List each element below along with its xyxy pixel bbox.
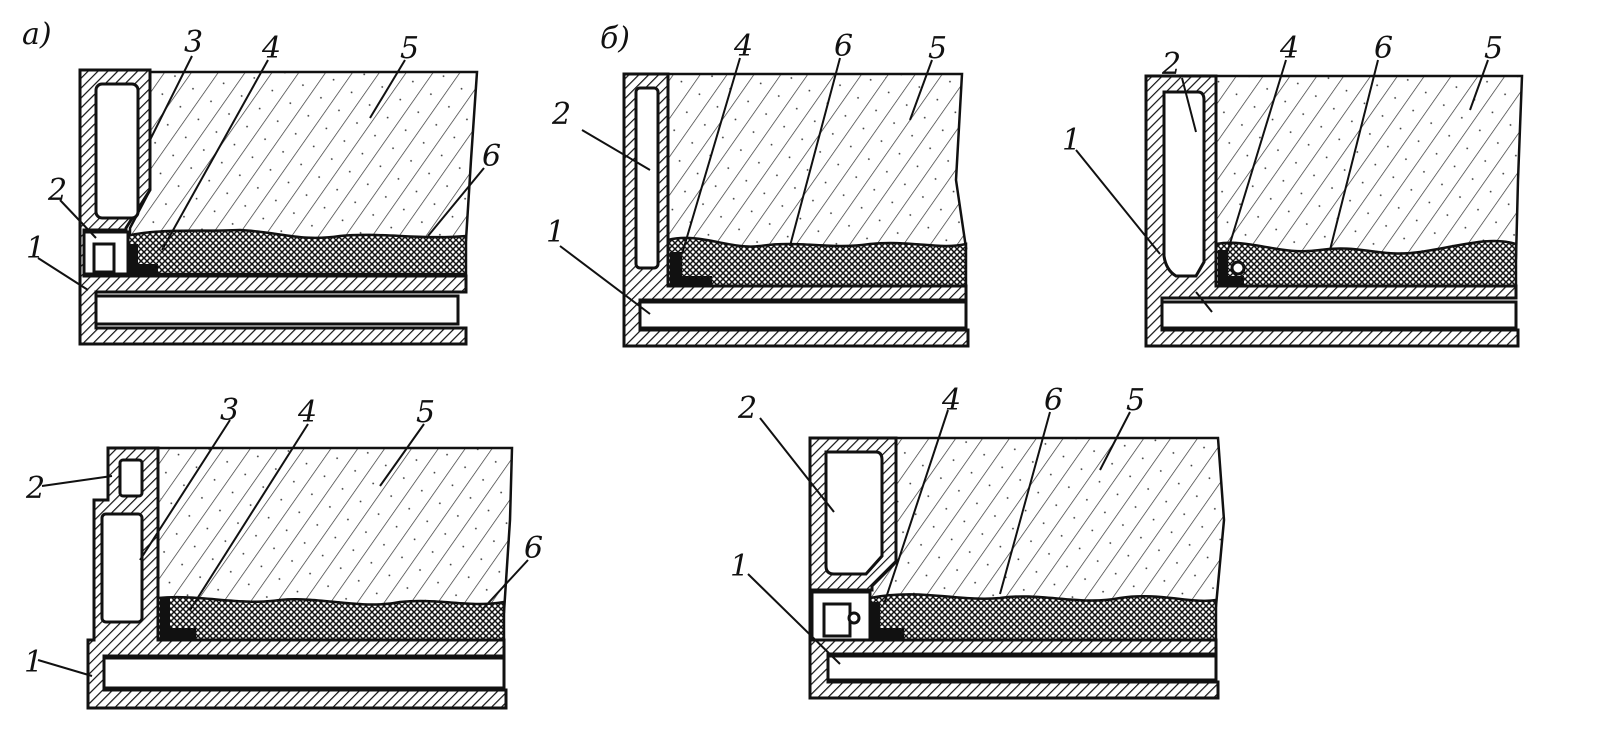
base-cavity [1160, 300, 1518, 330]
sealant-layer [1214, 239, 1518, 288]
gasket [1218, 250, 1244, 286]
base-cavity [94, 294, 460, 326]
label-4: 4 [297, 395, 317, 430]
label-3: 3 [184, 25, 203, 60]
label-6: 6 [1044, 383, 1063, 418]
frame-cavity [100, 512, 144, 624]
label-1: 1 [1062, 123, 1081, 158]
label-2: 2 [47, 173, 67, 208]
label-1: 1 [730, 549, 749, 584]
panel-top-middle: 4 6 5 2 1 [546, 29, 970, 348]
glass-pane [868, 436, 1226, 608]
label-5: 5 [1126, 383, 1145, 418]
label-6: 6 [1374, 31, 1393, 66]
panel-bottom-right: 2 4 6 5 1 [730, 383, 1226, 700]
label-6: 6 [482, 139, 501, 174]
figure-label-a: а) [22, 17, 52, 52]
label-3: 3 [220, 393, 239, 428]
bead-cavity [822, 602, 852, 638]
label-2: 2 [25, 471, 45, 506]
panel-bottom-left: 3 4 5 2 1 6 [24, 393, 543, 710]
label-5: 5 [928, 31, 947, 66]
panel-top-left: 3 4 5 2 1 6 [26, 25, 501, 346]
gasket [670, 252, 712, 286]
figure-label-b: б) [600, 21, 630, 56]
label-1: 1 [24, 645, 43, 680]
label-6: 6 [524, 531, 543, 566]
label-6: 6 [834, 29, 853, 64]
label-1: 1 [26, 231, 45, 266]
label-2: 2 [737, 391, 757, 426]
glass-pane [156, 446, 514, 614]
frame-cavity [634, 86, 660, 270]
label-5: 5 [416, 395, 435, 430]
sealant-layer [666, 236, 968, 288]
gasket [870, 602, 904, 640]
cord-seal [847, 611, 861, 625]
label-2: 2 [551, 97, 571, 132]
frame-cavity [1162, 90, 1206, 278]
frame-cavity [824, 450, 884, 576]
cord-seal [1230, 260, 1246, 276]
label-5: 5 [1484, 31, 1503, 66]
gasket [160, 598, 196, 640]
glass-pane [666, 72, 968, 250]
label-5: 5 [400, 31, 419, 66]
label-4: 4 [1279, 31, 1299, 66]
base-cavity [102, 656, 506, 690]
panel-top-right: 2 4 6 5 1 [1062, 31, 1524, 348]
frame-profile [86, 446, 508, 710]
sealant-layer [868, 593, 1218, 642]
base-cavity [826, 654, 1218, 682]
sealant-layer [124, 228, 468, 276]
glass-pane [1214, 74, 1524, 260]
sealant-layer [156, 595, 506, 642]
label-4: 4 [261, 31, 281, 66]
bead-cavity [92, 242, 116, 274]
gasket [128, 244, 158, 276]
base-cavity [638, 300, 968, 330]
frame-cavity [94, 82, 140, 220]
label-1: 1 [546, 215, 565, 250]
label-2: 2 [1161, 47, 1181, 82]
label-4: 4 [941, 383, 961, 418]
bead-cavity [118, 458, 144, 498]
label-4: 4 [733, 29, 753, 64]
